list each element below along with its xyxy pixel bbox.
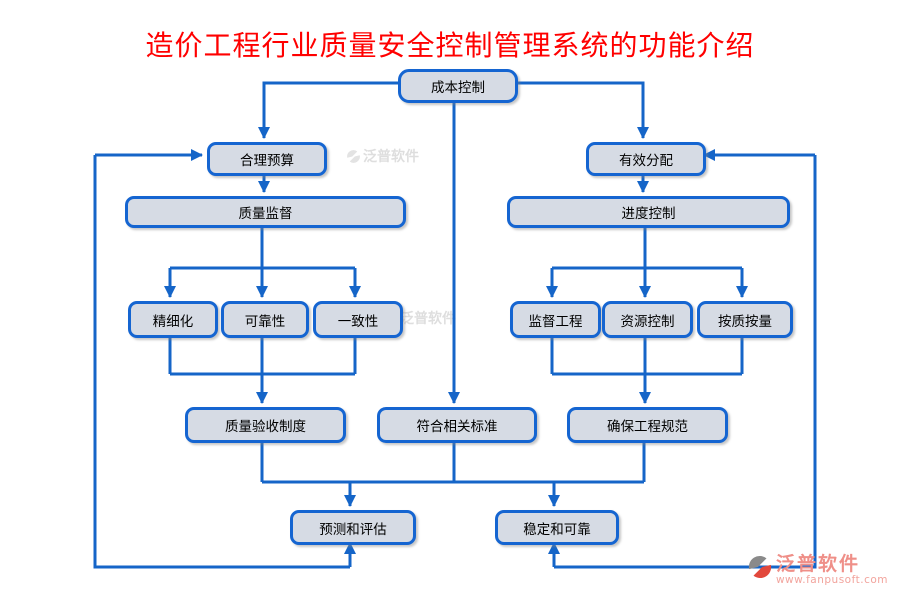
node-label: 稳定和可靠: [523, 521, 591, 538]
node-resource-control: 资源控制: [602, 301, 693, 338]
node-progress-control: 进度控制: [507, 196, 790, 228]
node-fine-grained: 精细化: [128, 301, 218, 338]
node-label: 有效分配: [619, 153, 673, 169]
node-label: 精细化: [152, 313, 194, 330]
node-label: 质量验收制度: [225, 419, 306, 435]
node-label: 资源控制: [620, 313, 675, 330]
node-effective-allocation: 有效分配: [586, 142, 706, 176]
node-reasonable-budget: 合理预算: [207, 142, 327, 176]
fanpu-swirl-icon: [748, 555, 772, 579]
node-label: 预测和评估: [319, 521, 387, 538]
node-meet-standards: 符合相关标准: [377, 407, 537, 443]
node-prediction-evaluation: 预测和评估: [290, 510, 416, 545]
node-ensure-standards: 确保工程规范: [567, 407, 728, 443]
node-reliability: 可靠性: [221, 301, 309, 338]
page-title: 造价工程行业质量安全控制管理系统的功能介绍: [145, 29, 755, 62]
node-quality-supervision: 质量监督: [125, 196, 406, 228]
node-supervise-engineering: 监督工程: [510, 301, 601, 338]
node-label: 确保工程规范: [607, 419, 688, 435]
node-label: 质量监督: [238, 206, 293, 222]
node-label: 按质按量: [718, 313, 772, 330]
fanpu-logo: 泛普软件 www.fanpusoft.com: [747, 554, 888, 586]
logo-brand-text: 泛普软件: [775, 553, 860, 575]
node-consistency: 一致性: [313, 301, 403, 338]
node-label: 一致性: [337, 313, 379, 330]
node-label: 合理预算: [240, 153, 294, 169]
node-cost-control: 成本控制: [398, 69, 518, 103]
node-quality-quantity: 按质按量: [697, 301, 793, 338]
node-label: 进度控制: [621, 206, 676, 222]
node-stable-reliable: 稳定和可靠: [495, 510, 619, 545]
logo-url-text: www.fanpusoft.com: [775, 574, 888, 586]
node-acceptance-system: 质量验收制度: [185, 407, 346, 443]
node-label: 符合相关标准: [416, 419, 498, 435]
node-label: 可靠性: [244, 313, 286, 330]
node-label: 成本控制: [431, 80, 485, 96]
node-label: 监督工程: [528, 313, 583, 330]
